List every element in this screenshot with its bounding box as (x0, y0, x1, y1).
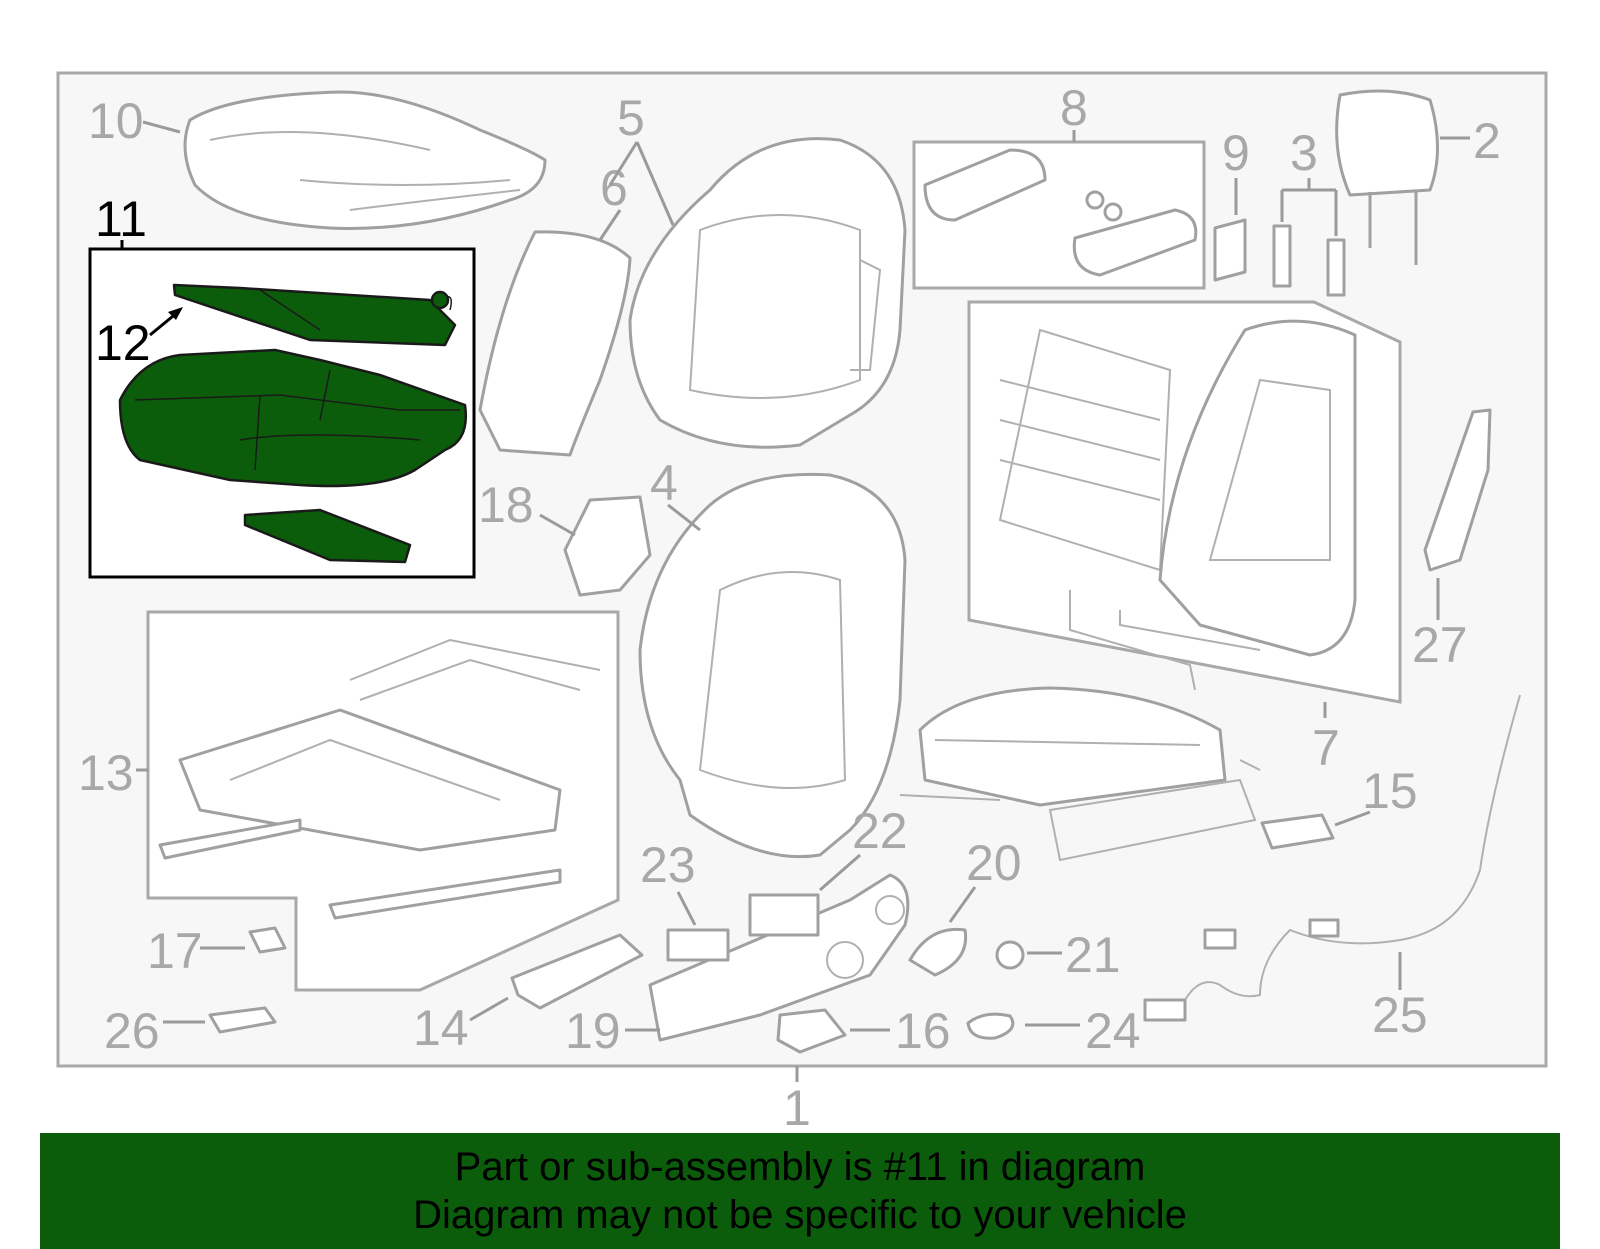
part-15-switch[interactable] (1260, 813, 1335, 850)
part-21-cap[interactable] (995, 940, 1025, 970)
callout-6: 6 (600, 160, 628, 216)
info-banner-background (40, 1133, 1560, 1249)
part-3-headrest-guides[interactable] (1272, 224, 1346, 297)
part-16-bracket[interactable] (776, 1008, 847, 1054)
callout-4: 4 (650, 455, 678, 511)
callout-10: 10 (88, 93, 144, 149)
info-banner: Part or sub-assembly is #11 in diagram D… (40, 1133, 1560, 1249)
callout-1: 1 (783, 1080, 811, 1136)
part-19-side-shield[interactable] (648, 873, 910, 1042)
callout-9: 9 (1222, 125, 1250, 181)
banner-disclaimer: Diagram may not be specific to your vehi… (413, 1193, 1187, 1237)
part-13-seat-frame[interactable] (158, 638, 601, 920)
part-27-side-module[interactable] (1423, 408, 1492, 572)
part-9-clip[interactable] (1213, 218, 1247, 282)
part-26-module[interactable] (208, 1006, 277, 1034)
callout-26: 26 (104, 1003, 160, 1059)
callout-17: 17 (147, 923, 203, 979)
callout-22: 22 (852, 803, 908, 859)
callout-27: 27 (1412, 617, 1468, 673)
callout-23: 23 (640, 837, 696, 893)
part-11-cushion-assembly[interactable] (118, 348, 468, 488)
callout-5: 5 (617, 90, 645, 146)
part-10-cushion-cover[interactable] (183, 90, 547, 230)
callout-21: 21 (1065, 927, 1121, 983)
callout-24: 24 (1085, 1003, 1141, 1059)
callout-15: 15 (1362, 763, 1418, 819)
callout-7: 7 (1312, 720, 1340, 776)
part-8-armrest[interactable] (923, 148, 1198, 277)
callout-20: 20 (966, 835, 1022, 891)
part-4-seatback-pad[interactable] (638, 472, 907, 859)
callout-13: 13 (78, 745, 134, 801)
part-2-headrest[interactable] (1335, 89, 1439, 265)
callout-12: 12 (95, 315, 151, 371)
callout-18: 18 (478, 477, 534, 533)
part-12-cushion-pad-insert[interactable] (172, 283, 457, 347)
callout-14: 14 (413, 1000, 469, 1056)
callout-19: 19 (565, 1003, 621, 1059)
part-7-seatback-frame[interactable] (998, 319, 1357, 691)
part-24-cover[interactable] (966, 1012, 1015, 1040)
part-20-knob[interactable] (908, 927, 968, 977)
part-25-wiring-harness[interactable] (1143, 694, 1521, 1022)
part-11-cushion-front-strip[interactable] (243, 508, 412, 564)
part-18-recliner-cover[interactable] (563, 495, 652, 597)
callout-8: 8 (1060, 80, 1088, 136)
banner-part-note: Part or sub-assembly is #11 in diagram (454, 1145, 1146, 1189)
seat-cushion-track-assembly[interactable] (899, 686, 1261, 862)
callout-3: 3 (1290, 125, 1318, 181)
part-6-back-panel[interactable] (478, 230, 632, 457)
part-17-clip[interactable] (248, 926, 287, 954)
callout-25: 25 (1372, 987, 1428, 1043)
part-5-seatback-cover[interactable] (628, 137, 907, 449)
callout-16: 16 (895, 1003, 951, 1059)
part-14-trim[interactable] (510, 933, 644, 1010)
callout-11: 11 (95, 191, 147, 247)
callout-2: 2 (1473, 113, 1501, 169)
part-22-switch[interactable] (748, 893, 820, 937)
part-23-switch[interactable] (666, 928, 730, 962)
